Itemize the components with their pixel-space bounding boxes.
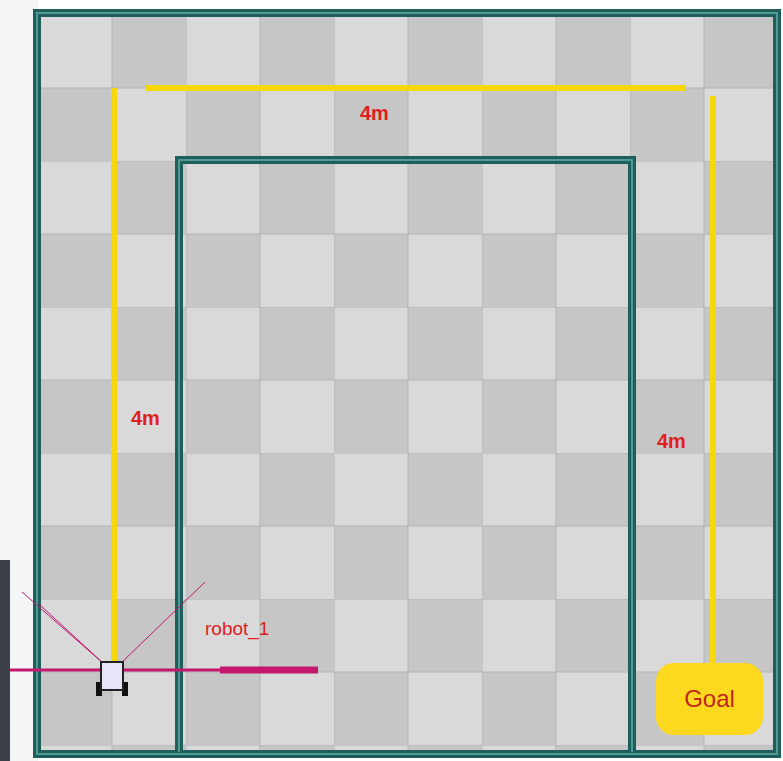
margin	[0, 0, 38, 761]
goal-marker: Goal	[656, 663, 763, 735]
outer-wall-inner	[37, 13, 777, 754]
goal-text: Goal	[684, 685, 735, 713]
inner-wall-inner	[179, 160, 632, 752]
robot-label: robot_1	[205, 618, 269, 640]
planned-path	[114, 88, 713, 668]
dimension-label: 4m	[360, 102, 389, 125]
outer-wall	[37, 13, 777, 754]
inner-wall	[179, 160, 632, 752]
sensor-rays	[10, 582, 318, 670]
floor-tiles	[36, 12, 778, 755]
dimension-label: 4m	[657, 430, 686, 453]
robot	[96, 662, 128, 696]
edge-bar	[0, 560, 10, 761]
dimension-label: 4m	[131, 407, 160, 430]
